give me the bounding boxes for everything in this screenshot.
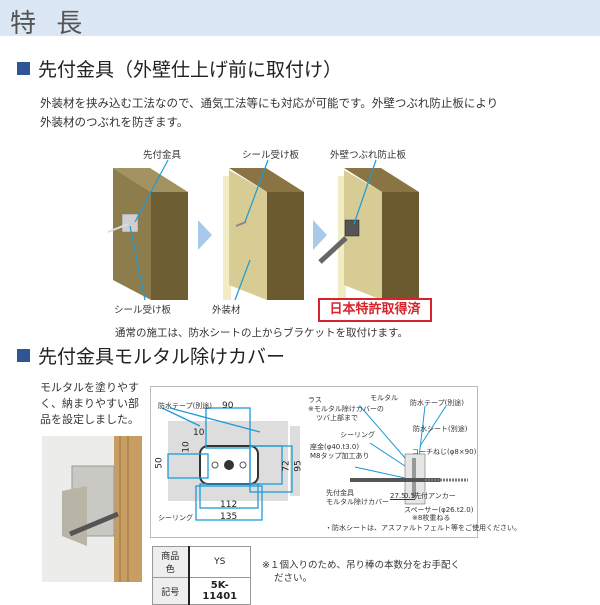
- label-anchor: 先付アンカー: [414, 492, 456, 500]
- label-lath-note1: ※モルタル除けカバーの: [308, 405, 384, 413]
- photo-caption-1: モルタルを塗りやす: [40, 381, 139, 394]
- table-header-code: 記号: [152, 577, 189, 605]
- heading-bullet: [17, 62, 30, 75]
- heading-bullet: [17, 349, 30, 362]
- mounting-diagram: [161, 405, 468, 521]
- arrow-right-icon: [313, 220, 327, 250]
- label-mortar: モルタル: [370, 394, 398, 402]
- order-note-1: ※１個入りのため、吊り棒の本数分をお手配く: [262, 560, 460, 571]
- label-seal-plate: シール受け板: [114, 305, 172, 316]
- dim-135: 135: [220, 512, 238, 522]
- step1-block: [107, 168, 188, 300]
- patent-badge: 日本特許取得済: [318, 298, 432, 322]
- dim-10-vertical: 10: [181, 441, 192, 453]
- dim-72: 72: [281, 460, 292, 472]
- label-exterior-material: 外装材: [212, 305, 241, 316]
- label-lath: ラス: [308, 396, 322, 404]
- dim-27-5: 27.5: [390, 492, 406, 500]
- section1-heading: 先付金具（外壁仕上げ前に取付け）: [38, 59, 343, 81]
- label-sakitsuke-kanagu-side: 先付金具: [326, 489, 354, 497]
- section1-caption: 通常の施工は、防水シートの上からブラケットを取付けます。: [115, 327, 408, 339]
- photo-caption-3: 品を設定しました。: [40, 413, 139, 426]
- section2-heading: 先付金具モルタル除けカバー: [38, 346, 286, 368]
- table-value-color: YS: [187, 546, 251, 578]
- label-sealing-side: シーリング: [340, 431, 375, 439]
- arrow-right-icon: [198, 220, 212, 250]
- label-coach-screw: コーチねじ(φ8×90): [412, 448, 477, 456]
- label-lath-note2: ツバ上部まで: [316, 414, 358, 422]
- dim-95: 95: [293, 460, 304, 472]
- label-washer: 座金(φ40.t3.0): [310, 443, 360, 451]
- label-spacer: スペーサー(φ26.t2.0): [404, 506, 474, 514]
- label-spacer-note: ※8枚重ねる: [412, 514, 451, 522]
- label-m8-tap: M8タップ加工あり: [310, 452, 370, 460]
- label-mortar-cover: モルタル除けカバー: [326, 498, 389, 506]
- diagram-panel: [150, 386, 478, 538]
- step3-block: [318, 168, 419, 300]
- dim-0-5: 0.5: [404, 492, 416, 500]
- label-sealing: シーリング: [158, 514, 193, 522]
- label-sakitsuke-kanagu: 先付金具: [143, 150, 182, 161]
- side-view-note: ・防水シートは、アスファルトフェルト等をご使用ください。: [325, 524, 521, 532]
- header-band: [0, 0, 600, 36]
- order-note-2: ださい。: [274, 573, 313, 584]
- step2-block: [223, 168, 304, 300]
- label-crush-prevention-plate: 外壁つぶれ防止板: [330, 150, 407, 161]
- product-photo: [42, 436, 142, 582]
- table-value-code: 5K-11401: [187, 577, 251, 605]
- section1-description-line2: 外装材のつぶれを防ぎます。: [40, 115, 189, 129]
- dim-10: 10: [193, 428, 205, 438]
- table-header-color: 商品色: [152, 546, 189, 578]
- label-seal-plate-2: シール受け板: [242, 150, 300, 161]
- label-waterproof-tape-side: 防水テープ(別途): [410, 399, 465, 407]
- dim-50: 50: [154, 457, 165, 469]
- section1-description-line1: 外装材を挟み込む工法なので、通気工法等にも対応が可能です。外壁つぶれ防止板により: [40, 96, 499, 110]
- page-title: 特 長: [10, 9, 89, 39]
- dim-90: 90: [222, 401, 234, 411]
- label-waterproof-tape: 防水テープ(別途): [158, 402, 213, 410]
- photo-caption-2: く、納まりやすい部: [40, 397, 139, 410]
- dim-112: 112: [220, 500, 238, 510]
- label-waterproof-sheet: 防水シート(別途): [413, 425, 468, 433]
